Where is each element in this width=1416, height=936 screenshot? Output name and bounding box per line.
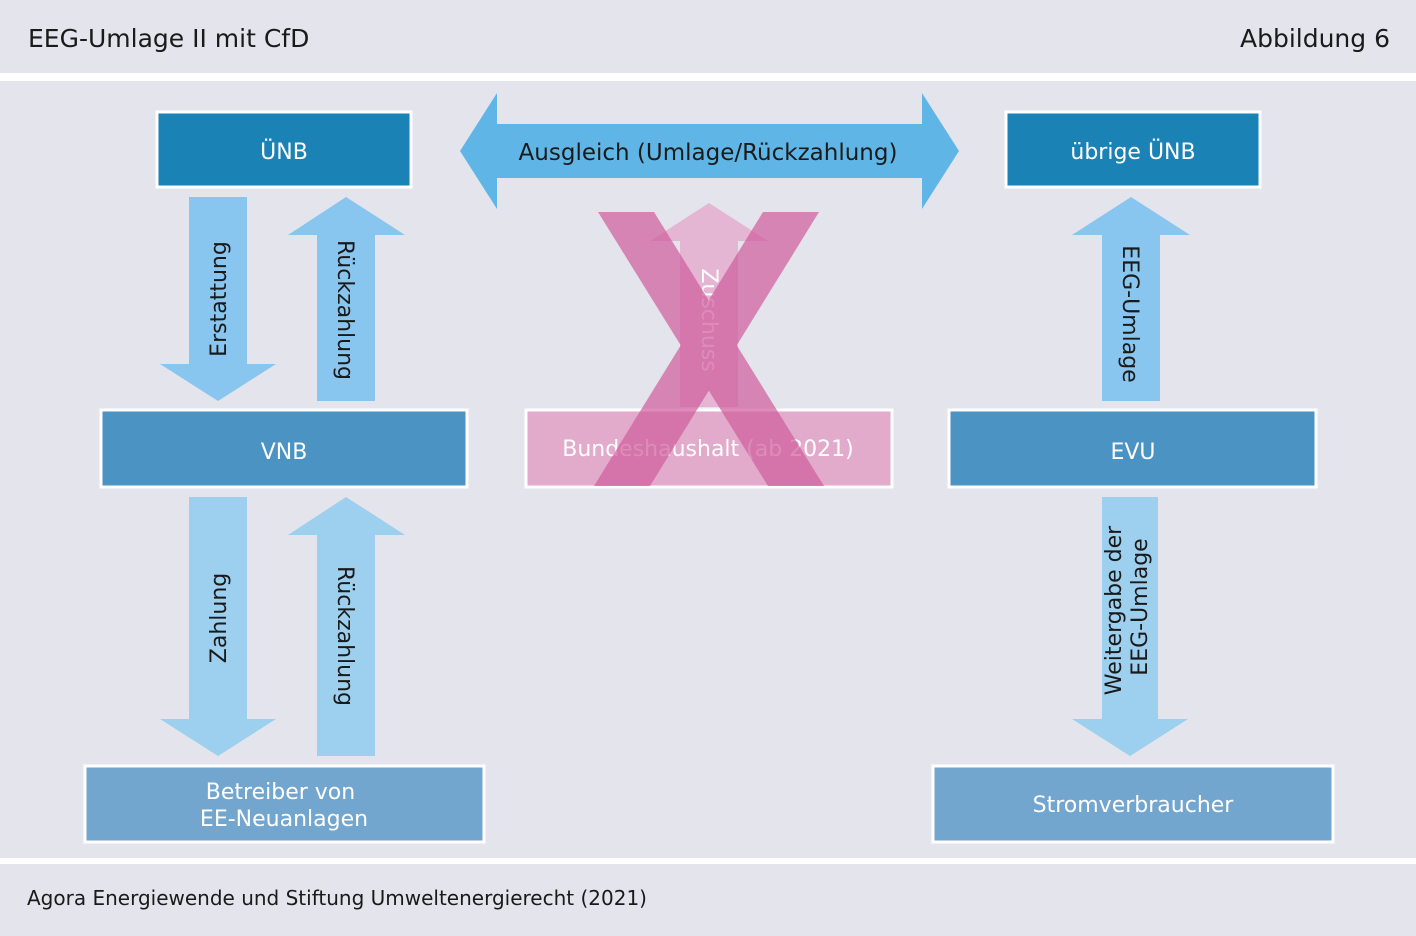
rueckzahlung-bottom-arrow <box>288 497 405 756</box>
evu-box <box>947 408 1318 489</box>
ausgleich-label: Ausgleich (Umlage/Rückzahlung) <box>519 140 898 166</box>
bundeshaushalt-label: Bundeshaushalt (ab 2021) <box>562 437 854 462</box>
cross-out-mark <box>594 212 824 486</box>
uenb-box <box>155 110 413 189</box>
header-band <box>0 0 1416 73</box>
weitergabe-line2: EEG-Umlage <box>1128 538 1153 675</box>
zahlung-label: Zahlung <box>207 573 232 663</box>
rueckzahlung-top-arrow <box>288 197 405 401</box>
rueckzahlung-top-label: Rückzahlung <box>332 240 357 380</box>
stromverbraucher-box <box>931 764 1335 844</box>
erstattung-arrow <box>160 197 276 401</box>
stromverbraucher-label: Stromverbraucher <box>1033 793 1235 818</box>
erstattung-label: Erstattung <box>207 241 232 357</box>
eeg-umlage-arrow <box>1072 197 1190 401</box>
betreiber-line1: Betreiber von <box>206 780 355 805</box>
uenb-label: ÜNB <box>260 139 308 165</box>
ausgleich-arrow <box>460 93 959 209</box>
bundeshaushalt-box <box>524 408 894 489</box>
source-note: Agora Energiewende und Stiftung Umwelten… <box>27 886 647 910</box>
zahlung-arrow <box>160 497 276 756</box>
weitergabe-arrow <box>1072 497 1188 756</box>
uebrige-uenb-label: übrige ÜNB <box>1070 139 1195 165</box>
footer-band <box>0 864 1416 936</box>
vnb-box <box>99 408 469 489</box>
betreiber-label: Betreiber von EE-Neuanlagen <box>200 780 368 832</box>
eeg-umlage-label: EEG-Umlage <box>1117 245 1142 382</box>
rueckzahlung-bottom-label: Rückzahlung <box>332 566 357 706</box>
figure-title: EEG-Umlage II mit CfD <box>28 24 310 53</box>
evu-label: EVU <box>1110 440 1155 465</box>
uebrige-uenb-box <box>1004 110 1262 189</box>
weitergabe-line1: Weitergabe der <box>1102 525 1127 695</box>
weitergabe-label: Weitergabe der EEG-Umlage <box>1102 519 1153 695</box>
betreiber-box <box>83 764 486 844</box>
figure-number: Abbildung 6 <box>1239 24 1390 53</box>
betreiber-line2: EE-Neuanlagen <box>200 807 368 832</box>
vnb-label: VNB <box>261 440 308 465</box>
